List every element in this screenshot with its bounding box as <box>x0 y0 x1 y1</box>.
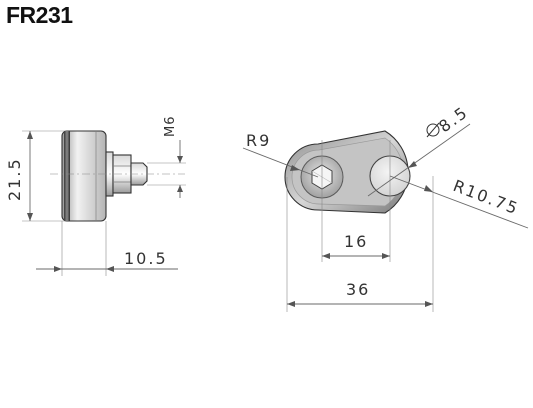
r10-75-leader <box>389 175 529 229</box>
front-view: R9 8.5 R10.75 16 36 <box>242 102 529 312</box>
threaded-stud <box>130 162 148 186</box>
hole-spacing-label: 16 <box>344 232 368 251</box>
length-label: 10.5 <box>124 249 168 268</box>
overall-length-label: 36 <box>346 280 370 299</box>
diameter-leader <box>367 123 471 197</box>
spacer-face-ring <box>64 131 70 221</box>
height-label: 21.5 <box>5 157 24 201</box>
hole-diameter-label: 8.5 <box>435 102 472 136</box>
r10-75-arrow <box>424 185 433 192</box>
side-view: 21.5 M6 10.5 <box>5 116 186 276</box>
r9-leader <box>242 147 319 178</box>
diameter-symbol-icon <box>426 122 440 138</box>
spacing-arrows <box>322 253 390 259</box>
thread-label: M6 <box>163 116 178 138</box>
part-number-title: FR231 <box>6 2 73 28</box>
diameter-arrow <box>408 161 417 168</box>
radius-small-label: R9 <box>246 131 271 150</box>
r9-arrow <box>290 165 300 171</box>
